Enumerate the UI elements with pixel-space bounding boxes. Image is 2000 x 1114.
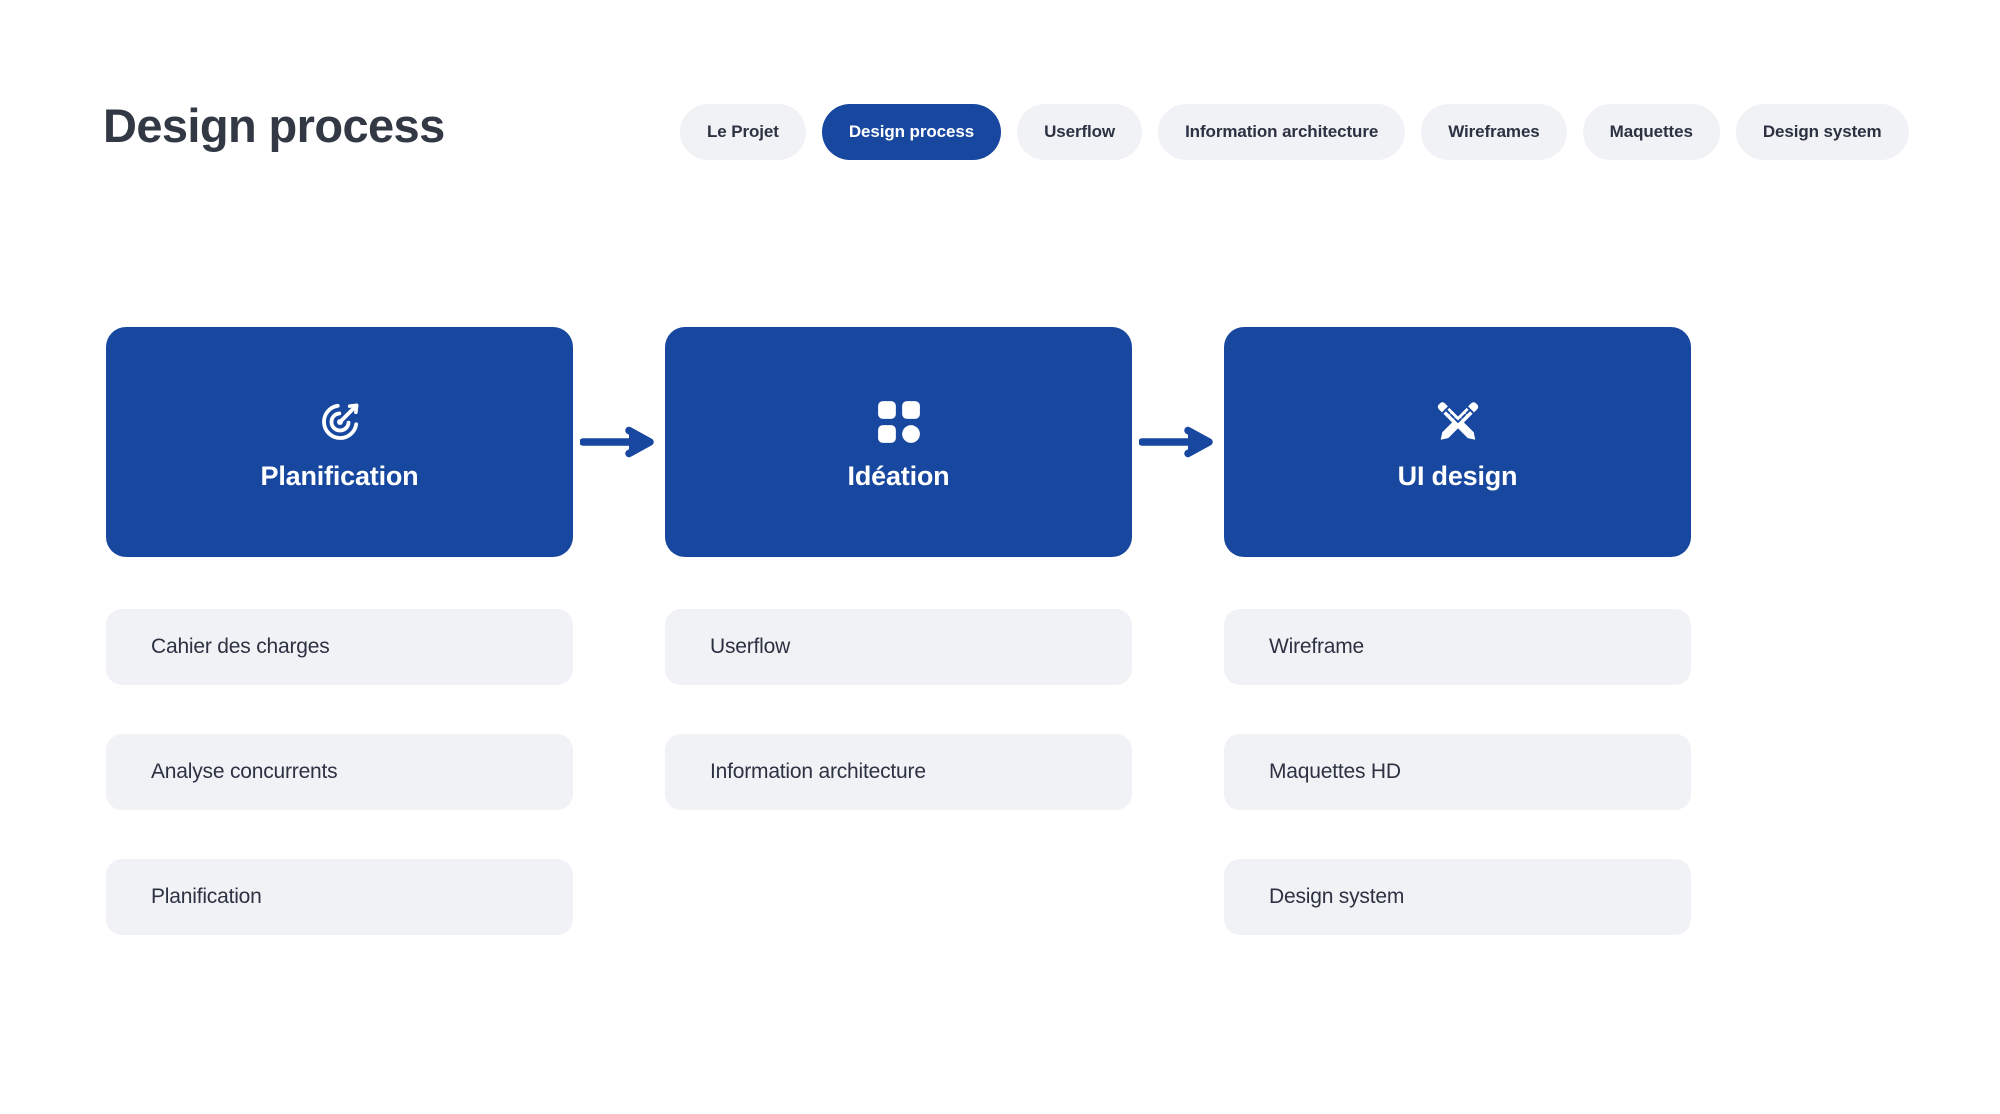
page-title: Design process xyxy=(103,99,445,152)
arrow-right-icon xyxy=(1132,327,1224,557)
stage-label: UI design xyxy=(1397,460,1518,491)
list-item[interactable]: Information architecture xyxy=(665,734,1132,810)
nav-pill-userflow[interactable]: Userflow xyxy=(1017,104,1143,160)
nav-pill-le-projet[interactable]: Le Projet xyxy=(680,104,806,160)
nav-pill-design-process[interactable]: Design process xyxy=(821,104,1002,160)
nav-pill-maquettes[interactable]: Maquettes xyxy=(1582,104,1720,160)
list-item[interactable]: Cahier des charges xyxy=(106,609,573,685)
grid-squares-icon xyxy=(872,395,926,449)
nav-pill-information-architecture[interactable]: Information architecture xyxy=(1158,104,1406,160)
process-columns: Planification Cahier des charges Analyse… xyxy=(0,327,2000,935)
list-item[interactable]: Maquettes HD xyxy=(1224,734,1691,810)
list-item[interactable]: Design system xyxy=(1224,859,1691,935)
nav-pill-design-system[interactable]: Design system xyxy=(1735,104,1909,160)
section-nav: Le Projet Design process Userflow Inform… xyxy=(680,104,1909,160)
process-column-planification: Planification Cahier des charges Analyse… xyxy=(106,327,573,935)
list-item[interactable]: Wireframe xyxy=(1224,609,1691,685)
list-item[interactable]: Planification xyxy=(106,859,573,935)
list-item[interactable]: Analyse concurrents xyxy=(106,734,573,810)
process-column-ideation: Idéation Userflow Information architectu… xyxy=(665,327,1132,810)
deliverable-list-ui-design: Wireframe Maquettes HD Design system xyxy=(1224,609,1691,935)
page-header: Design process Le Projet Design process … xyxy=(0,0,2000,230)
process-column-ui-design: UI design Wireframe Maquettes HD Design … xyxy=(1224,327,1691,935)
stage-label: Idéation xyxy=(847,460,950,491)
deliverable-list-ideation: Userflow Information architecture xyxy=(665,609,1132,810)
target-arrow-icon xyxy=(313,395,367,449)
nav-pill-wireframes[interactable]: Wireframes xyxy=(1421,104,1567,160)
arrow-right-icon xyxy=(573,327,665,557)
list-item[interactable]: Userflow xyxy=(665,609,1132,685)
pencil-ruler-icon xyxy=(1431,395,1485,449)
process-flow: Planification Cahier des charges Analyse… xyxy=(0,327,2000,935)
stage-card-ideation[interactable]: Idéation xyxy=(665,327,1132,557)
deliverable-list-planification: Cahier des charges Analyse concurrents P… xyxy=(106,609,573,935)
stage-card-ui-design[interactable]: UI design xyxy=(1224,327,1691,557)
stage-card-planification[interactable]: Planification xyxy=(106,327,573,557)
stage-label: Planification xyxy=(260,460,419,491)
